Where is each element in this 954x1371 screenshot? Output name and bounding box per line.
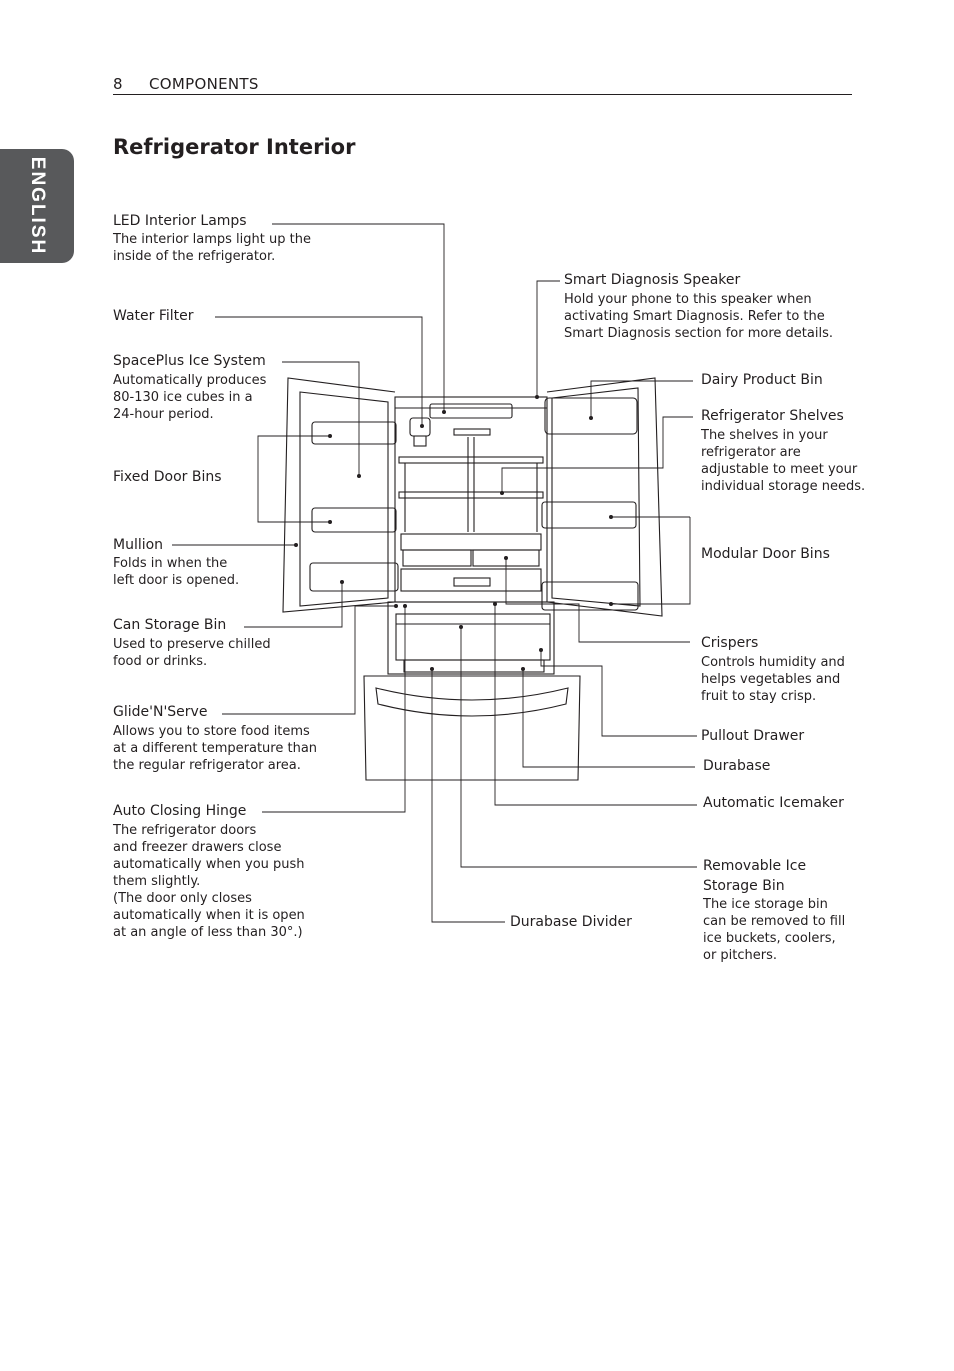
pullout-drawer-label: Pullout Drawer [701, 728, 805, 744]
auto-closing-hinge-label: Auto Closing Hinge [113, 803, 247, 819]
mullion-desc: Folds in when the left door is opened. [113, 556, 240, 588]
spaceplus-ice-system-desc: Automatically produces 80-130 ice cubes … [113, 373, 267, 422]
fixed-door-bin-2 [311, 507, 397, 533]
right-door [546, 377, 663, 617]
ice-system [409, 417, 431, 437]
dairy-product-bin-label: Dairy Product Bin [701, 372, 823, 388]
page-header: 8 COMPONENTS [113, 74, 852, 95]
removable-ice-storage-bin-label: Removable Ice Storage Bin [703, 858, 807, 894]
led-interior-lamps-desc: The interior lamps light up the inside o… [113, 232, 311, 264]
refrigerator-drawing [282, 377, 663, 781]
page-number: 8 [113, 75, 123, 93]
removable-ice-storage-bin-desc: The ice storage bin can be removed to fi… [703, 897, 846, 963]
glide-n-serve-desc: Allows you to store food items at a diff… [113, 724, 318, 773]
spaceplus-ice-system-label: SpacePlus Ice System [113, 353, 266, 369]
refrigerator-shelves-desc: The shelves in your refrigerator are adj… [701, 428, 866, 494]
can-storage-bin-label: Can Storage Bin [113, 617, 227, 633]
crisper-top [400, 533, 542, 551]
fixed-door-bins-label: Fixed Door Bins [113, 469, 222, 485]
fixed-door-bin-1 [311, 421, 397, 445]
modular-door-bin-2 [541, 581, 639, 611]
ice-storage-area [395, 613, 551, 661]
page-title: Refrigerator Interior [113, 135, 356, 159]
cabinet-outline [394, 396, 548, 603]
glide-n-serve-label: Glide'N'Serve [113, 704, 208, 720]
leader-dots [294, 395, 613, 671]
can-storage-bin [309, 562, 399, 592]
crisper-left [402, 549, 472, 567]
refrigerator-shelves-label: Refrigerator Shelves [701, 408, 844, 424]
drawer-handle [375, 687, 569, 717]
mullion-label: Mullion [113, 537, 164, 553]
crispers-desc: Controls humidity and helps vegetables a… [701, 655, 845, 704]
led-interior-lamps-label: LED Interior Lamps [113, 213, 247, 229]
durabase-label: Durabase [703, 758, 771, 774]
freezer-compartment [387, 601, 555, 675]
language-tab: ENGLISH [0, 149, 74, 263]
automatic-icemaker-label: Automatic Icemaker [703, 795, 844, 811]
section-title: COMPONENTS [149, 75, 259, 93]
modular-door-bin-1 [541, 501, 637, 529]
durabase-divider-label: Durabase Divider [510, 914, 632, 930]
water-filter-label: Water Filter [113, 308, 194, 324]
leader-lines [172, 223, 697, 923]
shelf-2 [398, 491, 544, 499]
pullout-drawer [363, 675, 581, 781]
auto-closing-hinge-desc: The refrigerator doors and freezer drawe… [113, 823, 305, 940]
smart-diagnosis-speaker-label: Smart Diagnosis Speaker [564, 272, 741, 288]
lamp-panel [429, 403, 513, 419]
crispers-label: Crispers [701, 635, 759, 651]
can-storage-bin-desc: Used to preserve chilled food or drinks. [113, 637, 271, 669]
left-door [282, 377, 396, 613]
shelf-1 [398, 456, 544, 464]
glide-n-serve-drawer [400, 568, 542, 592]
smart-diagnosis-speaker-desc: Hold your phone to this speaker when act… [564, 292, 833, 341]
modular-door-bins-label: Modular Door Bins [701, 546, 830, 562]
